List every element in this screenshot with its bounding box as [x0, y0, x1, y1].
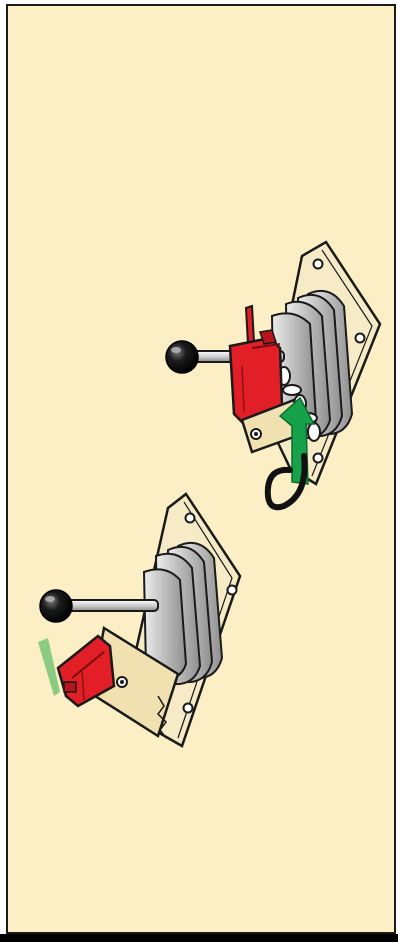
- plate-bolt: [314, 454, 323, 463]
- bottom-border-bar: [0, 934, 398, 942]
- plate-bolt: [314, 260, 323, 269]
- plate-bolt: [186, 514, 195, 523]
- plate-bolt: [184, 704, 193, 713]
- lockout-applied-step: [166, 242, 380, 507]
- green-arrow-icon: [38, 638, 60, 696]
- diagram-panel: [6, 4, 396, 934]
- plate-bolt: [228, 586, 237, 595]
- plate-bolt: [356, 334, 365, 343]
- lever-lockout-illustration: [8, 6, 396, 934]
- lockout-removed-step: [38, 494, 240, 746]
- lever-ball-knob: [40, 590, 72, 622]
- lever-rod: [60, 600, 158, 611]
- lever-ball-knob: [166, 341, 198, 373]
